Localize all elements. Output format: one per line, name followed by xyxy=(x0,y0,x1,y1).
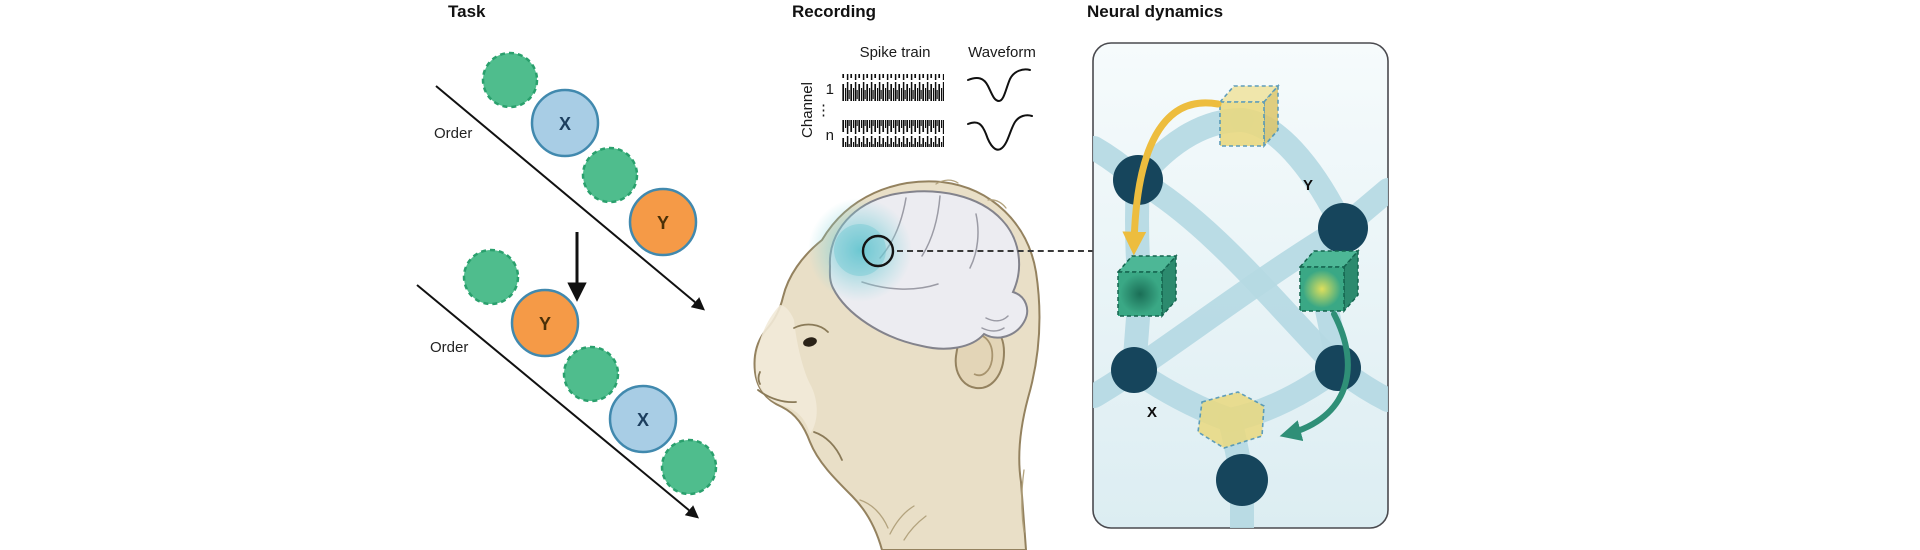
yellow-transition-arrow xyxy=(1122,99,1222,256)
active-state-cube-right xyxy=(1298,249,1360,313)
order-label-2: Order xyxy=(430,339,468,356)
trial-sequence-2: Order Y X xyxy=(416,248,718,519)
stimulus-x xyxy=(530,88,600,158)
order-label-1: Order xyxy=(434,125,472,142)
recording-site-connector-line xyxy=(897,250,1094,252)
network-edge xyxy=(1126,168,1350,380)
distractor-stimulus xyxy=(562,345,620,403)
neural-state-space: Y X xyxy=(1093,83,1388,528)
cerebellum-line xyxy=(985,315,1009,322)
waveform-channel-n xyxy=(967,114,1033,151)
monkey-neck-crease xyxy=(1021,469,1025,533)
monkey-brow-line xyxy=(793,323,829,333)
monkey-fur-stroke xyxy=(987,199,1007,209)
neural-dynamics-panel: Y X xyxy=(1092,42,1389,529)
trial-sequence-1: Order X Y xyxy=(434,51,705,311)
monkey-eye xyxy=(803,337,817,347)
cube-front-face xyxy=(1219,101,1265,147)
monkey-muzzle xyxy=(755,305,817,434)
stimulus-y xyxy=(510,288,580,358)
channel-n-tick: n xyxy=(826,127,834,144)
task-panel-title: Task xyxy=(448,2,486,21)
monkey-chest-fur xyxy=(889,505,915,535)
cube-core-glow xyxy=(1303,270,1341,308)
state-y-label: Y xyxy=(1303,177,1313,194)
monkey-cheek-line xyxy=(813,431,843,461)
recording-panel-title: Recording xyxy=(792,2,877,21)
cube-core-glow xyxy=(1120,274,1160,314)
electrode-readout: Spike train Waveform Channel 1 ⋮ n xyxy=(799,44,1036,151)
network-edge xyxy=(1122,216,1355,382)
distractor-stimulus xyxy=(462,248,520,306)
neural-dynamics-panel-title: Neural dynamics xyxy=(1087,2,1224,21)
distractor-stimulus xyxy=(581,146,639,204)
network-node xyxy=(1315,345,1361,391)
brain-sulcus xyxy=(969,213,979,269)
stimulus-y-label: Y xyxy=(539,314,551,334)
recording-site-circle xyxy=(861,234,895,268)
stimulus-x-label: X xyxy=(559,114,571,134)
prefrontal-highlight-core xyxy=(834,224,886,276)
distractor-stimulus xyxy=(660,438,718,496)
distractor-stimulus xyxy=(481,51,539,109)
sequence-2-order-arrow xyxy=(416,284,700,519)
monkey-fur-stroke xyxy=(935,179,959,185)
spike-train-channel-n xyxy=(842,120,944,147)
network-node xyxy=(1111,347,1157,393)
stimulus-y xyxy=(628,187,698,257)
monkey-jaw-crease xyxy=(859,499,889,529)
recording-panel: Spike train Waveform Channel 1 ⋮ n xyxy=(753,44,1041,550)
channel-ellipsis: ⋮ xyxy=(816,102,831,119)
monkey-ear-inner xyxy=(973,333,994,377)
waveform-label: Waveform xyxy=(968,44,1036,61)
monkey-head-illustration xyxy=(753,179,1041,550)
prefrontal-highlight-glow xyxy=(808,198,912,302)
monkey-mouth-line xyxy=(757,389,797,404)
network-node xyxy=(1318,203,1368,253)
latent-state-cube-top xyxy=(1218,83,1280,149)
state-x-label: X xyxy=(1147,404,1157,421)
stimulus-y-label: Y xyxy=(657,213,669,233)
monkey-chest-fur xyxy=(903,515,927,541)
teal-transition-arrow xyxy=(1279,311,1351,442)
network-node xyxy=(1216,454,1268,506)
stimulus-x-label: X xyxy=(637,410,649,430)
cerebellum-line xyxy=(981,327,1005,332)
task-panel: Order X Y Order Y X xyxy=(416,51,718,519)
spike-train-label: Spike train xyxy=(860,44,931,61)
stimulus-x xyxy=(608,384,678,454)
sequence-1-order-arrow xyxy=(435,85,705,311)
channel-axis-label: Channel xyxy=(799,82,816,138)
channel-1-tick: 1 xyxy=(826,81,834,98)
latent-state-shape-bottom xyxy=(1197,391,1265,449)
spike-train-channel-1 xyxy=(842,74,944,101)
active-state-cube-left xyxy=(1116,254,1178,318)
monkey-nostril xyxy=(757,371,761,385)
waveform-channel-1 xyxy=(967,68,1031,103)
